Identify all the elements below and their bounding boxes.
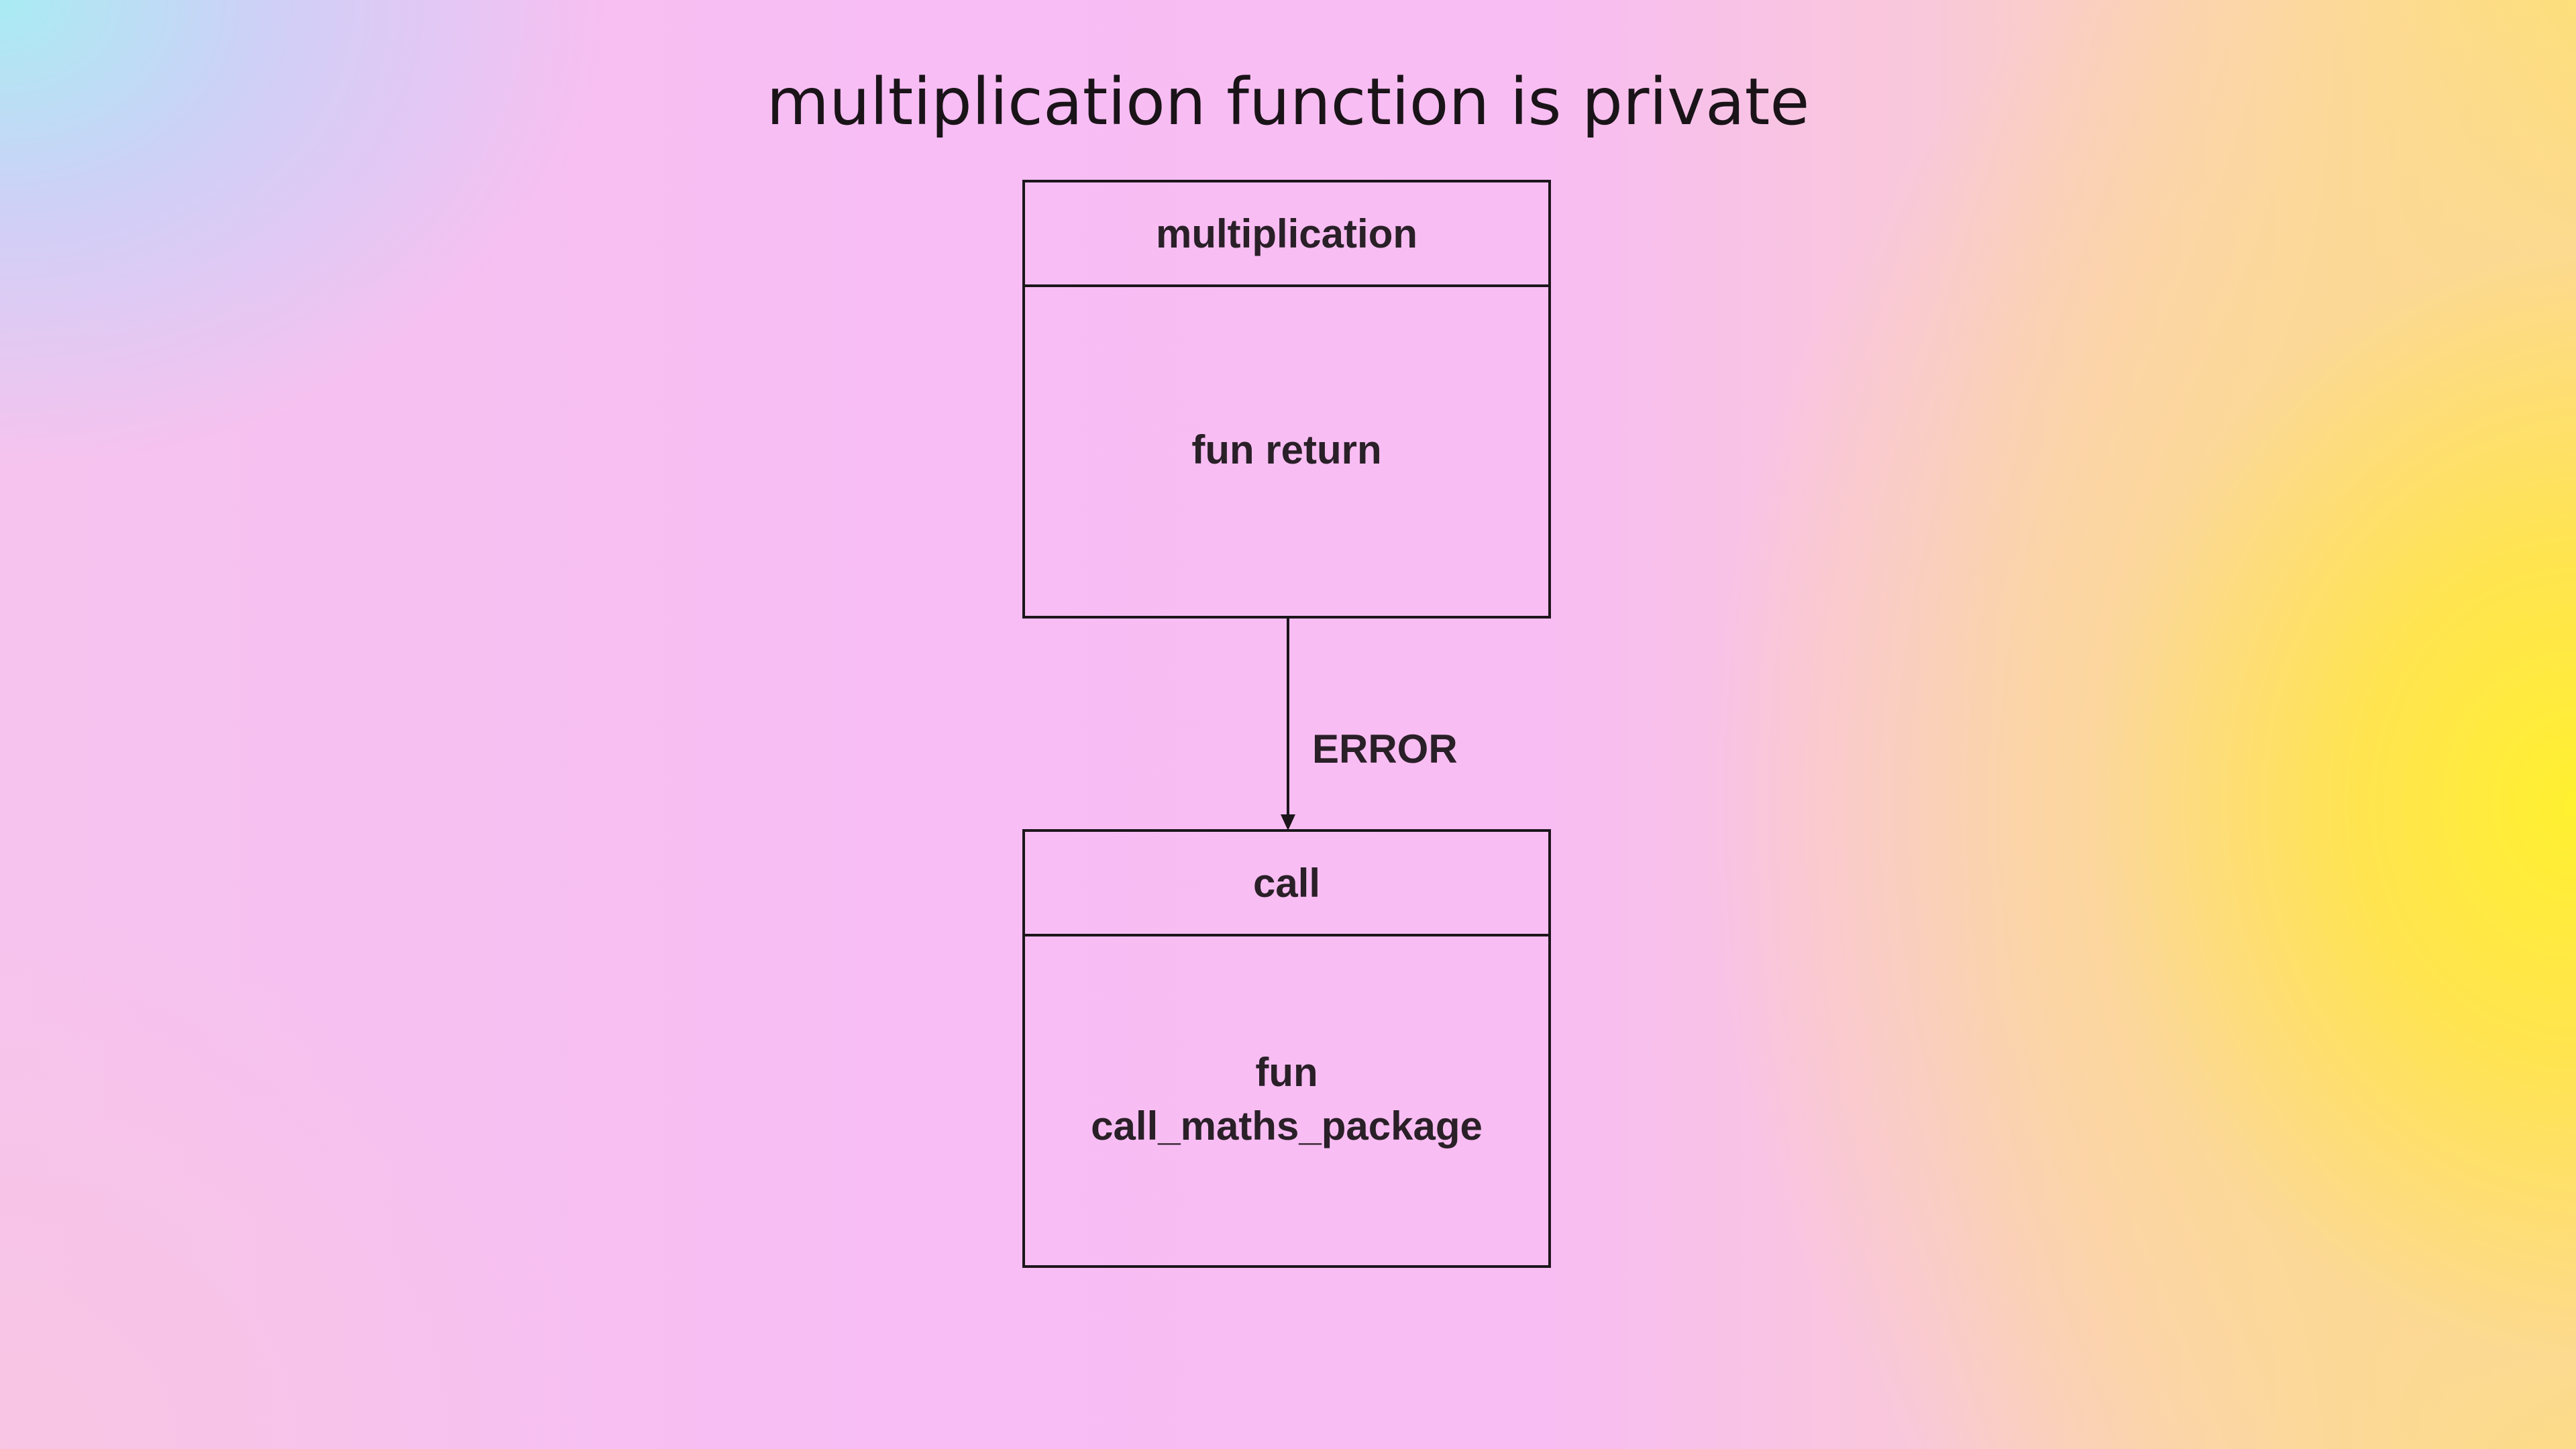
node-body: fun return — [1025, 287, 1548, 613]
node-body-line: fun return — [1191, 427, 1382, 472]
arrowhead-icon — [1281, 814, 1295, 830]
node-body-line: call_maths_package — [1091, 1104, 1483, 1148]
multiplication-node: multiplication fun return — [1022, 180, 1551, 619]
edge-label: ERROR — [1312, 727, 1458, 771]
page-title: multiplication function is private — [766, 64, 1810, 140]
node-body-line: fun — [1255, 1050, 1318, 1095]
node-body: fun call_maths_package — [1025, 936, 1548, 1263]
node-header: multiplication — [1025, 182, 1548, 287]
node-header: call — [1025, 832, 1548, 936]
call-node: call fun call_maths_package — [1022, 829, 1551, 1268]
